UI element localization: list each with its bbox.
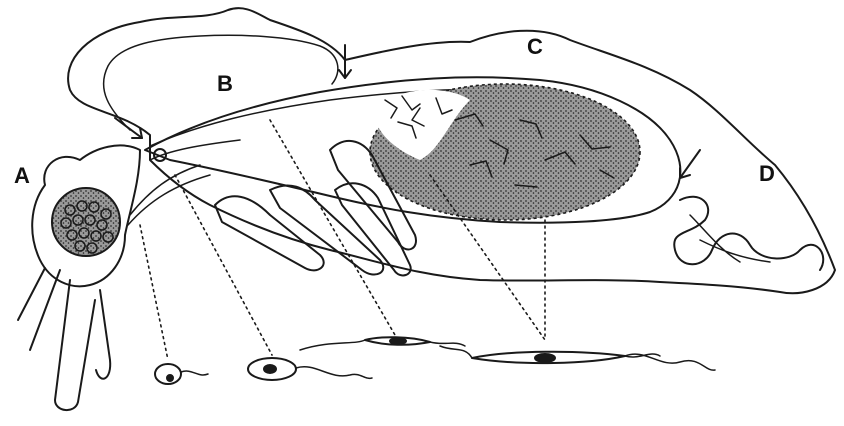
cell-2 <box>248 358 372 380</box>
arrow-d <box>680 150 700 178</box>
cell-1 <box>155 364 208 384</box>
cell-4 <box>472 352 715 370</box>
label-b: B <box>217 73 233 95</box>
label-d: D <box>759 163 775 185</box>
palp-left <box>18 268 60 350</box>
palp-right <box>96 290 110 379</box>
label-c: C <box>527 36 543 58</box>
arrow-c <box>339 45 351 78</box>
leg-1 <box>215 196 324 270</box>
tissue-outline <box>300 340 660 358</box>
cell-3 <box>365 337 465 346</box>
rear-coils <box>674 197 823 270</box>
label-a: A <box>14 165 30 187</box>
leader-2 <box>175 175 272 355</box>
leg-2 <box>270 185 383 274</box>
proboscis <box>55 280 95 410</box>
leader-1 <box>140 225 168 360</box>
